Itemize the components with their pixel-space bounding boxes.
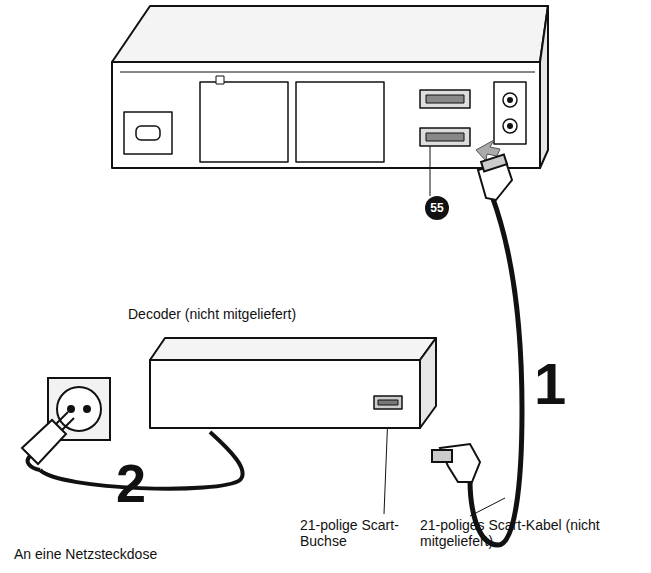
callout-circle xyxy=(425,196,449,220)
callout-number: 55 xyxy=(425,201,449,215)
step-number: 2 xyxy=(116,452,146,514)
device-title: Decoder (nicht mitgeliefert) xyxy=(128,306,296,322)
scart-plug xyxy=(478,155,512,200)
decoder-box: Decoder (nicht mitgeliefert) xyxy=(128,306,440,436)
decoder-outline xyxy=(128,306,440,436)
scart-cable xyxy=(470,196,522,545)
power-plug xyxy=(22,412,74,470)
video-recorder xyxy=(112,6,548,196)
scart-plug xyxy=(432,444,480,482)
part-label: 21-polige Scart-Buchse xyxy=(300,517,435,549)
part-label: 21-poliges Scart-Kabel (nicht mitgeliefe… xyxy=(420,517,600,549)
part-label: An eine Netzsteckdose xyxy=(14,546,157,562)
leader-line xyxy=(470,498,505,516)
step-number: 1 xyxy=(534,350,566,417)
